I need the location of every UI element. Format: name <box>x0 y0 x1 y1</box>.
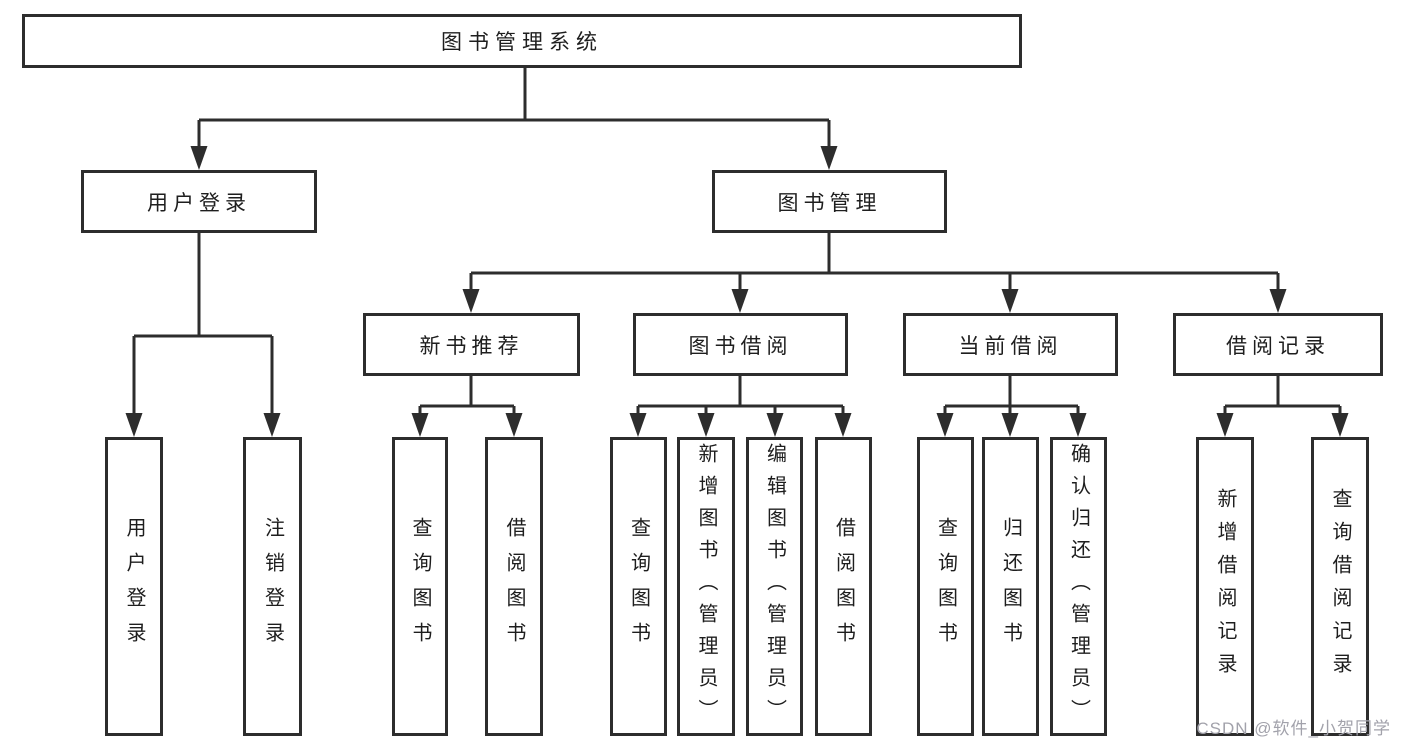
connector-borrowing-records-children <box>1216 376 1349 437</box>
leaf-bb-query-books: 查询图书 <box>610 437 667 736</box>
arrowhead <box>263 413 281 437</box>
arrowhead <box>936 413 954 437</box>
arrowhead <box>411 413 429 437</box>
node-book-management-label: 图书管理 <box>777 191 882 215</box>
node-user-login: 用户登录 <box>81 170 317 233</box>
arrowhead <box>629 413 647 437</box>
leaf-bb-borrow-books: 借阅图书 <box>815 437 872 736</box>
arrowhead <box>766 413 784 437</box>
arrowhead <box>1269 289 1287 313</box>
leaf-br-query-record: 查询借阅记录 <box>1311 437 1369 736</box>
arrowhead <box>1001 289 1019 313</box>
arrowhead <box>462 289 480 313</box>
node-borrowing-records-label: 借阅记录 <box>1226 334 1330 358</box>
arrowhead <box>834 413 852 437</box>
leaf-cb-return-books-label: 归还图书 <box>999 516 1022 657</box>
leaf-logout-label: 注销登录 <box>261 516 284 657</box>
connector-book-borrowing-children <box>629 376 852 437</box>
leaf-bb-add-books-label: 新增图书（管理员） <box>695 442 717 731</box>
arrowhead <box>820 146 838 170</box>
leaf-nbr-borrow-books-label: 借阅图书 <box>503 516 525 657</box>
node-new-book-recommend: 新书推荐 <box>363 313 580 376</box>
leaf-bb-borrow-books-label: 借阅图书 <box>832 516 855 657</box>
node-root: 图书管理系统 <box>22 14 1022 68</box>
leaf-cb-query-books-label: 查询图书 <box>934 516 957 657</box>
arrowhead <box>731 289 749 313</box>
node-borrowing-records: 借阅记录 <box>1173 313 1383 376</box>
node-book-borrowing-label: 图书借阅 <box>688 334 793 358</box>
leaf-login: 用户登录 <box>105 437 163 736</box>
node-current-borrowing: 当前借阅 <box>903 313 1118 376</box>
arrowhead <box>505 413 523 437</box>
leaf-login-label: 用户登录 <box>123 516 145 657</box>
leaf-cb-return-books: 归还图书 <box>982 437 1039 736</box>
leaf-logout: 注销登录 <box>243 437 302 736</box>
arrowhead <box>697 413 715 437</box>
leaf-bb-query-books-label: 查询图书 <box>627 516 650 657</box>
leaf-br-add-record: 新增借阅记录 <box>1196 437 1254 736</box>
leaf-bb-add-books: 新增图书（管理员） <box>677 437 735 736</box>
arrowhead <box>1001 413 1019 437</box>
leaf-nbr-borrow-books: 借阅图书 <box>485 437 543 736</box>
arrowhead <box>190 146 208 170</box>
leaf-br-add-record-label: 新增借阅记录 <box>1214 487 1236 686</box>
arrowhead <box>1069 413 1087 437</box>
node-current-borrowing-label: 当前借阅 <box>958 334 1063 358</box>
node-user-login-label: 用户登录 <box>147 191 251 215</box>
leaf-bb-edit-books-label: 编辑图书（管理员） <box>763 442 786 731</box>
leaf-br-query-record-label: 查询借阅记录 <box>1329 487 1351 686</box>
csdn-watermark: CSDN @软件_小贺同学 <box>1196 719 1391 738</box>
leaf-cb-query-books: 查询图书 <box>917 437 974 736</box>
node-root-label: 图书管理系统 <box>441 31 603 54</box>
leaf-cb-confirm-return: 确认归还（管理员） <box>1050 437 1107 736</box>
leaf-cb-confirm-return-label: 确认归还（管理员） <box>1067 442 1090 731</box>
leaf-nbr-query-books: 查询图书 <box>392 437 448 736</box>
connector-root-to-level2 <box>190 68 838 170</box>
leaf-bb-edit-books: 编辑图书（管理员） <box>746 437 803 736</box>
node-book-borrowing: 图书借阅 <box>633 313 848 376</box>
connector-book-management-children <box>462 233 1287 313</box>
arrowhead <box>1331 413 1349 437</box>
arrowhead <box>1216 413 1234 437</box>
node-book-management: 图书管理 <box>712 170 947 233</box>
leaf-nbr-query-books-label: 查询图书 <box>409 516 431 657</box>
connector-current-borrowing-children <box>936 376 1087 437</box>
connector-new-book-recommend-children <box>411 376 523 437</box>
connector-user-login-children <box>125 233 281 437</box>
arrowhead <box>125 413 143 437</box>
node-new-book-recommend-label: 新书推荐 <box>419 334 524 358</box>
